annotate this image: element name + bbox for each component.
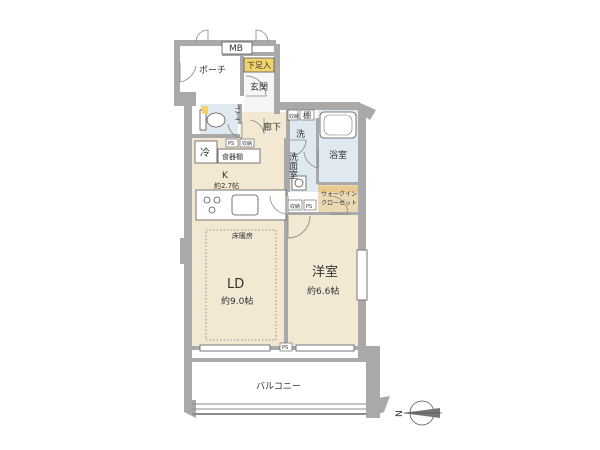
floor-heating-label: 床暖房 bbox=[232, 231, 253, 240]
door-toilet bbox=[227, 122, 243, 139]
stove-burner bbox=[208, 206, 216, 214]
wall-right-main bbox=[358, 112, 366, 362]
ld-floor bbox=[192, 226, 288, 348]
window-balcony-ld bbox=[199, 344, 271, 352]
wall-porch-entrance bbox=[240, 56, 244, 96]
door-kitchen bbox=[269, 195, 289, 215]
storage-box bbox=[239, 138, 255, 148]
kitchen-size-label: 約2.7帖 bbox=[214, 181, 239, 190]
western-label: 洋室 bbox=[312, 264, 338, 280]
walls bbox=[174, 40, 390, 418]
toilet-accent bbox=[202, 106, 208, 114]
fixtures bbox=[194, 41, 358, 352]
shelf-label: 棚 bbox=[303, 110, 311, 120]
ld-size-label: 約9.0帖 bbox=[221, 295, 253, 307]
wall-porch-left bbox=[174, 40, 180, 92]
bathtub-inner bbox=[323, 114, 353, 136]
wall-toilet-right bbox=[238, 104, 242, 124]
door-wic bbox=[329, 195, 349, 215]
corridor-label: 廊下 bbox=[263, 121, 281, 133]
shelf-box bbox=[299, 109, 315, 121]
wall-bath-wic bbox=[318, 182, 360, 185]
mb-box bbox=[221, 41, 253, 55]
cupboard bbox=[217, 148, 261, 164]
wall-wash-bath bbox=[316, 118, 319, 184]
fridge bbox=[194, 140, 218, 164]
balcony-label: バルコニー bbox=[256, 381, 301, 392]
wall-toilet-bottom bbox=[192, 134, 240, 138]
windows bbox=[199, 249, 368, 352]
wall-wic-western bbox=[288, 212, 360, 215]
ps-box bbox=[303, 199, 317, 211]
entrance-label: 玄関 bbox=[250, 81, 268, 93]
balcony-top-edge bbox=[184, 358, 380, 362]
ps-label: PS bbox=[282, 345, 288, 351]
wall-left-pillar bbox=[180, 238, 192, 264]
western-floor bbox=[288, 214, 358, 348]
compass: N bbox=[395, 400, 442, 426]
door-corridor bbox=[249, 118, 265, 135]
door-mb bbox=[255, 29, 269, 43]
balcony-railing bbox=[192, 403, 366, 415]
wall-bottom bbox=[184, 346, 366, 350]
balcony-left bbox=[184, 358, 192, 406]
washroom-label: 洗面室 bbox=[287, 151, 298, 179]
mb-label: MB bbox=[229, 44, 243, 54]
door-western bbox=[287, 215, 311, 239]
door-porch bbox=[179, 62, 197, 83]
kitchen-sink bbox=[231, 194, 259, 216]
floor-heating-area bbox=[205, 229, 277, 341]
wic-shelf bbox=[318, 186, 358, 192]
western-size-label: 約6.6帖 bbox=[307, 285, 339, 297]
wic-label-2: クローゼット bbox=[321, 199, 357, 207]
wall-kitchen-wash bbox=[284, 138, 288, 196]
door-mb-2 bbox=[195, 29, 209, 43]
ld-label: LD bbox=[227, 277, 244, 292]
door-entrance bbox=[245, 75, 267, 97]
labels: MB ポーチ 下足入 玄関 廊下 トイレ 洗 洗面室 浴室 冷 食器棚 K 約2… bbox=[199, 44, 357, 392]
wic-label-1: ウォークイン bbox=[321, 190, 357, 198]
shoe-cabinet bbox=[243, 57, 275, 73]
window-right bbox=[356, 249, 368, 301]
stove-burner bbox=[213, 196, 221, 204]
stove-burner bbox=[203, 196, 211, 204]
storage-label: 収納 bbox=[289, 113, 299, 120]
toilet-label: トイレ bbox=[235, 104, 242, 122]
storage-label: 収納 bbox=[290, 203, 300, 210]
kitchen-label: K bbox=[222, 171, 229, 181]
wall-corner-right bbox=[358, 102, 376, 120]
door-washroom bbox=[289, 139, 307, 157]
toilet-bowl bbox=[206, 112, 226, 128]
wall-ld-western bbox=[284, 214, 288, 348]
window-balcony-western bbox=[295, 344, 355, 352]
fridge-label: 冷 bbox=[200, 146, 210, 159]
bathroom-label: 浴室 bbox=[329, 149, 347, 161]
porch-label: ポーチ bbox=[199, 65, 226, 76]
wall-entrance-right bbox=[274, 44, 280, 114]
compass-north-label: N bbox=[395, 410, 405, 417]
shoe-cabinet-label: 下足入 bbox=[247, 61, 271, 70]
ps-label: PS bbox=[228, 141, 234, 147]
storage-label: 収納 bbox=[242, 140, 252, 147]
porch-floor bbox=[180, 52, 244, 96]
ps-box bbox=[279, 342, 293, 352]
cupboard-label: 食器棚 bbox=[222, 152, 243, 161]
washroom-char-label: 洗 bbox=[296, 128, 305, 140]
wall-top-right bbox=[280, 102, 360, 110]
wall-left-upper bbox=[174, 92, 196, 106]
ps-label: PS bbox=[306, 204, 312, 210]
ps-box bbox=[225, 138, 239, 148]
doors bbox=[179, 29, 349, 239]
storage-box bbox=[287, 109, 299, 121]
door-bathroom bbox=[303, 150, 319, 169]
balcony-floor bbox=[184, 362, 370, 402]
balcony-right-corner bbox=[366, 396, 390, 418]
wash-basin-bowl bbox=[294, 178, 304, 188]
